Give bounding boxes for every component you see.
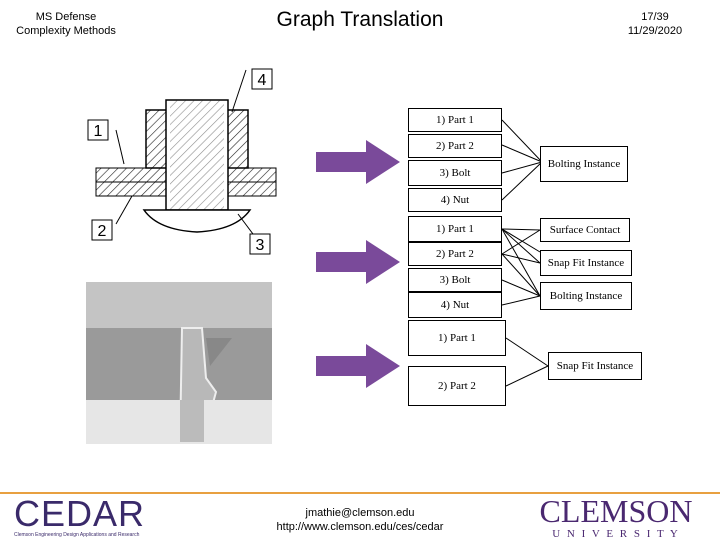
cedar-logo-text: CEDAR: [14, 493, 146, 534]
slide-title: Graph Translation: [276, 8, 444, 31]
clemson-logo-subtitle: U N I V E R S I T Y: [552, 528, 680, 540]
contact-info: jmathie@clemson.edu http://www.clemson.e…: [240, 506, 480, 534]
g3-node-part1: 1) Part 1: [408, 320, 506, 356]
clemson-logo-text: CLEMSON: [539, 493, 693, 529]
page-number: 17/39: [641, 11, 669, 23]
callout-2: 2: [98, 223, 107, 240]
bolt-head: [142, 209, 252, 233]
g1-node-part1: 1) Part 1: [408, 108, 502, 132]
g2-node-part1: 1) Part 1: [408, 216, 502, 242]
contact-url[interactable]: http://www.clemson.edu/ces/cedar: [276, 521, 444, 533]
callout-1: 1: [94, 123, 103, 140]
g2-relation-snap-fit: Snap Fit Instance: [540, 250, 632, 276]
g3-relation-snap-fit: Snap Fit Instance: [548, 352, 642, 380]
callout-4: 4: [258, 72, 267, 89]
slide-date: 11/29/2020: [627, 25, 683, 37]
contact-email[interactable]: jmathie@clemson.edu: [305, 507, 415, 519]
callout-box-2: [91, 219, 113, 241]
g1-node-bolt: 3) Bolt: [408, 160, 502, 186]
g2-relation-surface-contact: Surface Contact: [540, 218, 630, 242]
callout-box-4: [251, 68, 273, 90]
slide-meta: 17/39 11/29/2020: [620, 10, 690, 38]
footer-divider: [0, 492, 720, 494]
course-title-line2: Complexity Methods: [16, 25, 116, 37]
g2-node-part2: 2) Part 2: [408, 242, 502, 266]
g1-node-nut: 4) Nut: [408, 188, 502, 212]
bolt-section-figure: 4 1 2 3: [87, 68, 277, 255]
course-title-line1: MS Defense: [35, 11, 97, 23]
callout-box-3: [249, 233, 271, 255]
g2-node-bolt: 3) Bolt: [408, 268, 502, 292]
arrow-1: [316, 140, 400, 184]
cedar-logo: CEDAR Clemson Engineering Design Applica…: [14, 496, 164, 540]
course-title: MS Defense Complexity Methods: [6, 10, 126, 38]
clemson-logo: CLEMSON U N I V E R S I T Y: [526, 494, 706, 540]
arrow-3: [316, 344, 400, 388]
g2-relation-bolting: Bolting Instance: [540, 282, 632, 310]
snap-fit-figure: [86, 282, 272, 444]
callout-3: 3: [256, 237, 265, 254]
arrow-2: [316, 240, 400, 284]
g3-node-part2: 2) Part 2: [408, 366, 506, 406]
cedar-logo-subtitle: Clemson Engineering Design Applications …: [14, 532, 140, 538]
callout-box-1: [87, 119, 109, 141]
g1-node-part2: 2) Part 2: [408, 134, 502, 158]
g2-node-nut: 4) Nut: [408, 292, 502, 318]
g1-relation-bolting: Bolting Instance: [540, 146, 628, 182]
